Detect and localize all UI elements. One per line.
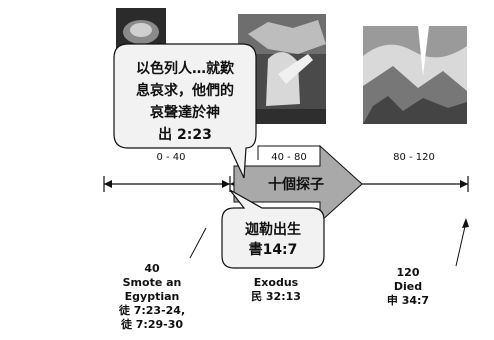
timeline-arrowhead-right [460,180,468,188]
callout-large-line-1: 以色列人…就歎 [136,61,234,77]
pointer-line-left [189,227,207,259]
note-left-line-2: Smote an [122,276,182,289]
moses-on-mountain-picture [363,26,467,124]
callout-large-line-2: 息哀求，他們的 [136,83,234,99]
callout-small-line-2: 書14:7 [248,242,298,258]
note-left-line-3: Egyptian [124,290,180,303]
note-age-40: 40 Smote an Egyptian 徒 7:23-24, 徒 7:29-3… [104,262,200,332]
note-right-line-2: Died [393,280,423,293]
pointer-arrowhead-right [462,218,469,228]
note-age-120: 120 Died 申 34:7 [376,266,440,308]
range-label-40-80: 40 - 80 [271,152,307,163]
timeline-arrowhead-mid-left [222,180,230,188]
timeline-arrowhead-left [104,180,112,188]
note-right-line-1: 120 [396,266,420,279]
note-left-line-5: 徒 7:29-30 [120,318,184,331]
note-middle-line-2: 民 32:13 [251,290,301,303]
callout-large-line-3: 哀聲達於神 [150,105,220,121]
callout-small-line-1: 迦勒出生 [245,222,301,238]
callout-bubble-small [221,189,325,269]
moses-kills-egyptian-picture [238,14,326,124]
note-left-line-1: 40 [144,262,160,275]
note-left-line-4: 徒 7:23-24, [118,304,186,317]
note-exodus: Exodus 民 32:13 [240,276,312,304]
note-right-line-3: 申 34:7 [386,294,430,307]
ten-spies-label: 十個探子 [268,177,324,193]
range-label-80-120: 80 - 120 [393,152,435,163]
pointer-line-right [455,221,467,267]
note-middle-line-1: Exodus [253,276,299,289]
callout-large-line-4: 出 2:23 [158,127,212,143]
callout-small-text: 迦勒出生 書14:7 [224,220,322,260]
range-label-0-40: 0 - 40 [156,152,186,163]
callout-large-text: 以色列人…就歎 息哀求，他們的 哀聲達於神 出 2:23 [116,58,254,146]
callout-bubble-large [113,43,257,179]
